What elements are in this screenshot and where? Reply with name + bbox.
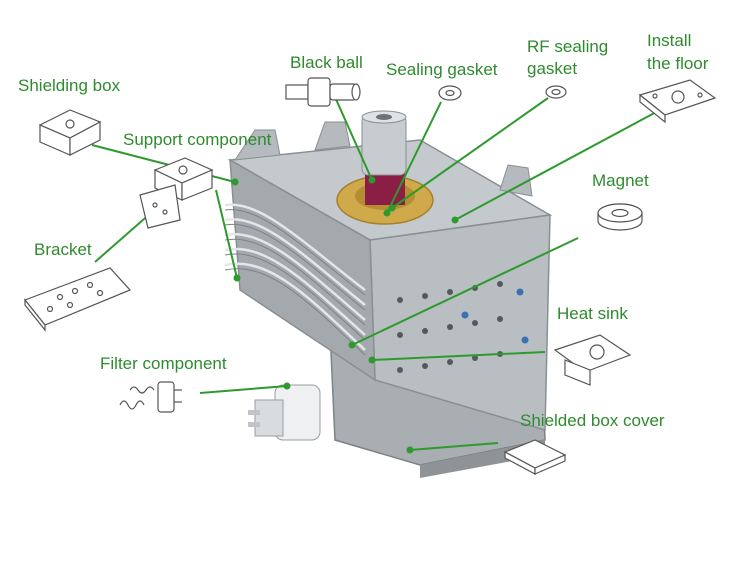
filter-component-icon (119, 381, 182, 413)
label-filter-component: Filter component (100, 354, 227, 373)
sealing-gasket-icon (438, 85, 462, 101)
label-rf-sealing-gasket-line2: gasket (527, 59, 578, 78)
install-floor-icon (638, 79, 717, 124)
support-component-icon (139, 157, 214, 229)
magnetron-body (224, 110, 553, 478)
label-sealing-gasket: Sealing gasket (386, 60, 498, 79)
label-shielded-box-cover: Shielded box cover (520, 411, 665, 430)
label-black-ball: Black ball (290, 53, 363, 72)
label-install-floor-line1: Install (647, 31, 692, 50)
label-magnet: Magnet (592, 171, 649, 190)
label-shielding-box: Shielding box (18, 76, 121, 95)
label-install-floor-line2: the floor (647, 54, 709, 73)
label-support-component: Support component (123, 130, 272, 149)
bracket-icon (24, 267, 132, 332)
black-ball-icon (285, 77, 361, 107)
shielding-box-icon (38, 109, 102, 156)
shielded-box-cover-icon (503, 439, 567, 475)
rf-sealing-gasket-icon (545, 85, 567, 99)
magnet-icon (597, 203, 643, 231)
label-heat-sink: Heat sink (557, 304, 628, 323)
heat-sink-icon (553, 334, 632, 386)
leader-dots (231, 176, 459, 454)
label-rf-sealing-gasket-line1: RF sealing (527, 37, 609, 56)
label-bracket: Bracket (34, 240, 92, 259)
